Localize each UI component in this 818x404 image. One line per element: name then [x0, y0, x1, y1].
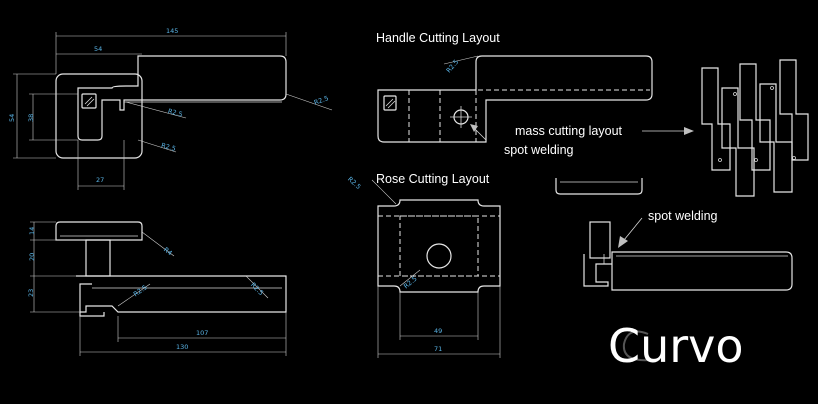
dim-54-height: 54: [8, 114, 16, 122]
spot-weld-arrow-2: [618, 236, 628, 248]
rose-cutting-layout: Rose Cutting Layout R2.5 R2.5 49 71: [346, 172, 501, 358]
dim-130: 130: [176, 343, 188, 351]
dim-rose-r25-b: R2.5: [402, 275, 419, 291]
mass-cutting-arrow-head: [684, 127, 694, 135]
dim-38: 38: [27, 114, 35, 122]
mass-cutting-nest: [701, 59, 809, 197]
side-rose: [55, 221, 143, 241]
top-rose-outline: [55, 73, 143, 159]
brand-swoosh: [622, 330, 651, 362]
assembled-stem: [589, 221, 611, 259]
assembled-lever: [611, 251, 793, 291]
rose-fold-lines: [399, 215, 479, 277]
label-spot-welding-1: spot welding: [504, 143, 574, 157]
side-lip: [79, 312, 105, 317]
label-spot-welding-2: spot welding: [648, 209, 718, 223]
dim-54-width: 54: [94, 45, 102, 53]
assembled-hook: [583, 254, 612, 287]
bent-rose-profile: [555, 178, 643, 195]
rose-center-hole: [426, 243, 452, 269]
top-view: 145 54 54 38 27 R2.5 R2.5 R2.5: [8, 27, 333, 190]
top-square-hole: [81, 93, 97, 109]
dim-handle-r25: R2.5: [445, 58, 461, 75]
dim-top-r25-a: R2.5: [167, 107, 183, 119]
spot-weld-arrow-2-line: [623, 217, 643, 241]
rose-blank-outline: [377, 199, 501, 293]
dim-rose-49: 49: [434, 327, 442, 335]
dim-top-r25-b: R2.5: [160, 141, 176, 153]
brand-name: Curvo: [608, 319, 744, 373]
label-handle-cutting-layout: Handle Cutting Layout: [376, 31, 500, 45]
spot-weld-arrow-1: [470, 124, 478, 132]
dim-r4: R4: [162, 246, 174, 258]
dim-side-r25-a: R2.5: [132, 283, 149, 298]
dim-145: 145: [166, 27, 178, 35]
side-view: 14 20 23 R4 R2.5 R2.5 107 130: [27, 221, 287, 356]
handle-blank-outline: [377, 55, 653, 143]
dim-27: 27: [96, 176, 104, 184]
brand-logo: Curvo: [608, 319, 744, 373]
dim-107: 107: [196, 329, 208, 337]
dim-top-r25-c: R2.5: [313, 94, 330, 107]
assembled-handle: spot welding: [583, 209, 793, 291]
top-hole-hatch: [84, 96, 95, 107]
label-rose-cutting-layout: Rose Cutting Layout: [376, 172, 490, 186]
label-mass-cutting-layout: mass cutting layout: [515, 124, 623, 138]
handle-cutting-layout: Handle Cutting Layout R2.5 spot welding: [376, 31, 653, 157]
top-handle-outline: [77, 55, 287, 141]
dim-23: 23: [27, 289, 35, 297]
dim-rose-r25-a: R2.5: [346, 175, 362, 191]
dim-14: 14: [28, 227, 36, 235]
handle-blank-square-hole: [383, 95, 397, 111]
dim-20: 20: [28, 253, 36, 261]
dim-rose-71: 71: [434, 345, 442, 353]
dim-side-r25-b: R2.5: [249, 281, 265, 297]
side-handle: [76, 275, 287, 313]
side-stem: [85, 239, 111, 277]
